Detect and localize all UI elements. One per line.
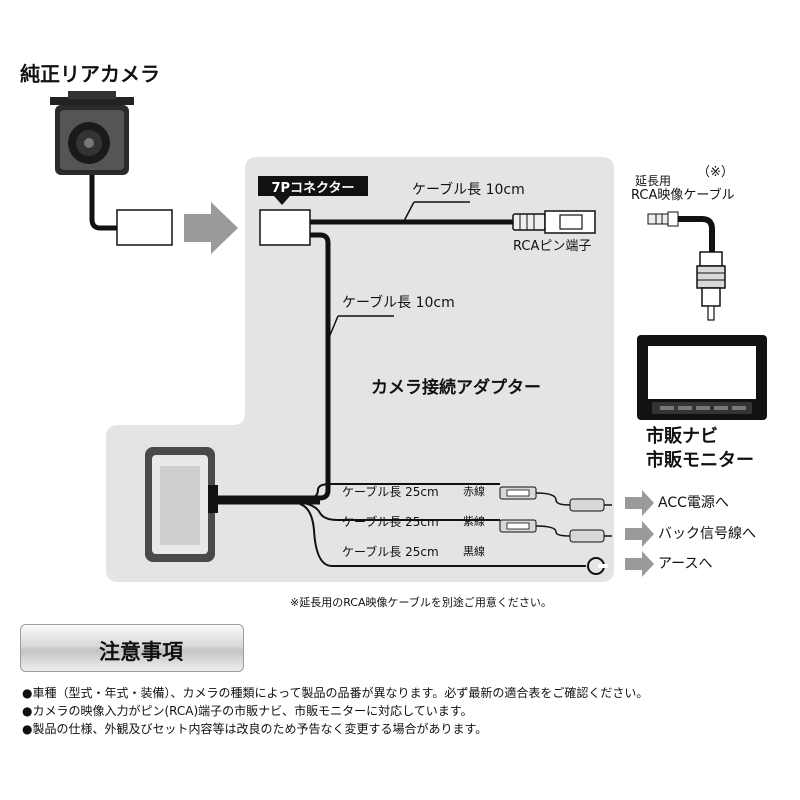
camera-title: 純正リアカメラ <box>20 62 160 86</box>
extension-rca-cable <box>647 211 726 321</box>
ext-cable-asterisk: （※） <box>697 165 734 180</box>
rca-pin-jack <box>512 210 596 234</box>
wire-red-dest: ACC電源へ <box>658 495 729 511</box>
wire-purple <box>299 501 500 521</box>
adapter-label: カメラ接続アダプター <box>371 378 541 398</box>
rear-camera <box>50 91 134 175</box>
wire-red-length: ケーブル長 25cm <box>342 485 439 499</box>
monitor-label-1: 市販ナビ <box>646 426 718 447</box>
wire-black-length: ケーブル長 25cm <box>342 545 439 559</box>
wire-purple-dest: バック信号線へ <box>658 526 756 542</box>
note-1: ●車種（型式・年式・装備）、カメラの種類によって製品の品番が異なります。必ず最新… <box>22 686 649 700</box>
adapter-panel <box>106 157 614 582</box>
camera-cable <box>89 175 118 231</box>
wire-purple-color: 紫線 <box>463 515 485 528</box>
connector-7p-label: 7Pコネクター <box>258 176 368 196</box>
arrow-ground-icon <box>625 551 654 577</box>
wire-purple-length: ケーブル長 25cm <box>342 515 439 529</box>
ext-cable-label-2: RCA映像ケーブル <box>631 188 735 203</box>
wire-black <box>299 503 586 567</box>
caution-header: 注意事項 <box>20 624 244 672</box>
adapter-box <box>145 447 218 562</box>
wire-black-color: 黒線 <box>463 545 485 558</box>
connector-pointer-icon <box>274 196 290 205</box>
note-3: ●製品の仕様、外観及びセット内容等は改良のため予告なく変更する場合があります。 <box>22 722 488 736</box>
footnote: ※延長用のRCA映像ケーブルを別途ご用意ください。 <box>290 596 552 609</box>
wire-red <box>299 483 500 501</box>
cable-length-top: ケーブル長 10cm <box>412 182 525 198</box>
monitor <box>637 335 767 420</box>
monitor-label-2: 市販モニター <box>646 450 754 471</box>
arrow-back-icon <box>625 521 654 547</box>
rca-pin-label: RCAピン端子 <box>513 239 592 254</box>
arrow-acc-icon <box>625 490 654 516</box>
camera-connector <box>116 209 173 246</box>
wire-red-color: 赤線 <box>463 485 485 498</box>
purple-wire-connectors <box>499 519 612 543</box>
seven-pin-connector <box>259 209 311 246</box>
ground-terminal-icon <box>587 557 608 575</box>
connect-arrow <box>184 202 238 254</box>
ext-cable-label-1: 延長用 <box>635 174 672 188</box>
adapter-main-cable <box>212 232 331 501</box>
red-wire-connectors <box>499 486 612 512</box>
cable-length-mid: ケーブル長 10cm <box>342 295 455 311</box>
wire-black-dest: アースへ <box>658 556 713 572</box>
caution-title: 注意事項 <box>99 640 183 664</box>
note-2: ●カメラの映像入力がピン(RCA)端子の市販ナビ、市販モニターに対応しています。 <box>22 704 473 718</box>
